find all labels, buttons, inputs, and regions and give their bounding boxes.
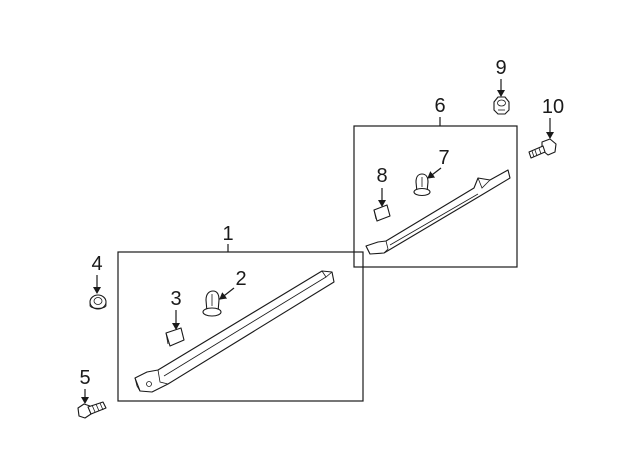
callout-10: 10 [542,96,564,118]
bolt-5 [77,401,107,419]
callout-6: 6 [434,95,445,117]
assembly-6-group: 6 7 8 [353,95,518,268]
nut-9 [493,96,510,115]
assembly-1-box [117,251,364,402]
callout-1: 1 [222,223,233,245]
side-moulding-lower [134,270,335,393]
callout-3: 3 [170,288,181,310]
nut-4 [89,294,107,310]
bolt-10 [528,138,557,159]
callout-5: 5 [79,367,90,389]
callout-9: 9 [495,57,506,79]
callout-4: 4 [91,253,102,275]
assembly-1-group: 1 2 3 [117,223,364,402]
assembly-6-box [353,125,518,268]
callout-7-arrow [427,167,442,179]
push-clip-2 [202,290,222,317]
callout-8: 8 [376,165,387,187]
callout-2-arrow [219,287,235,300]
push-clip-7 [413,173,431,197]
adhesive-pad-8 [373,204,391,222]
adhesive-pad-3 [165,327,185,347]
callout-2: 2 [235,268,246,290]
callout-7: 7 [438,147,449,169]
side-moulding-upper [365,169,511,255]
